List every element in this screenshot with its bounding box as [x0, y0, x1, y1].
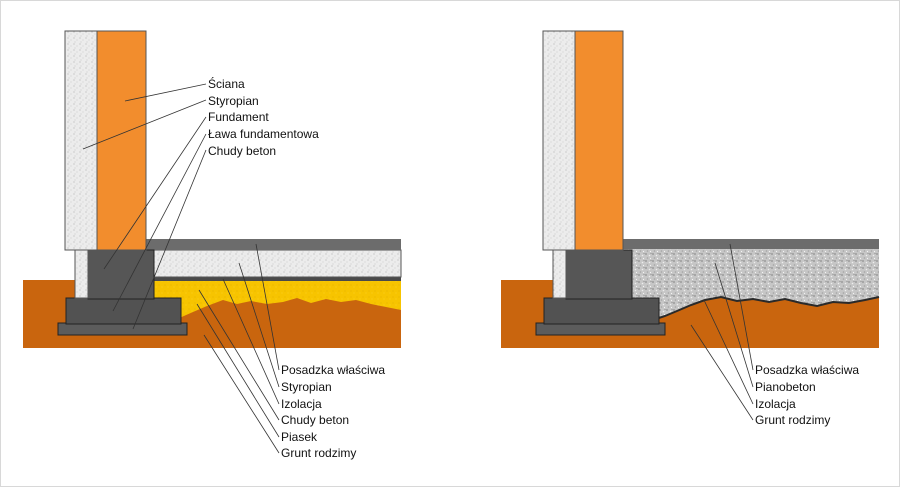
label-styropian-wall: Styropian — [208, 94, 259, 108]
right-footing — [543, 297, 660, 325]
label-grunt-rodzimy-left: Grunt rodzimy — [281, 446, 356, 460]
right-wall-insulation — [574, 30, 624, 251]
label-izolacja-right: Izolacja — [755, 397, 796, 411]
leader-grunt-left — [203, 334, 280, 454]
left-floor-finish — [146, 239, 401, 250]
leader-chudy-beton-top — [132, 149, 207, 330]
right-foundation-plaster — [552, 249, 567, 299]
leader-sciana — [124, 83, 207, 102]
right-insulation-line — [630, 295, 880, 326]
right-floor-finish — [622, 239, 879, 249]
left-footing — [65, 297, 182, 325]
label-grunt-rodzimy-right: Grunt rodzimy — [755, 413, 830, 427]
label-pianobeton: Pianobeton — [755, 380, 816, 394]
label-sciana: Ściana — [208, 76, 245, 91]
right-foundation-wall — [565, 249, 633, 300]
left-sand-layer — [153, 280, 401, 327]
leader-piasek — [196, 303, 280, 438]
left-foundation-plaster — [74, 249, 89, 299]
leader-lawa — [112, 133, 207, 312]
right-diagram: Posadzka właściwa Pianobeton Izolacja Gr… — [501, 30, 880, 427]
right-wall-plaster — [542, 30, 576, 251]
left-insulation-strip — [153, 277, 401, 281]
leader-pianobeton — [714, 262, 754, 388]
left-floor-styrofoam — [152, 249, 402, 278]
label-posadzka-wlasciwa-left: Posadzka właściwa — [281, 363, 385, 377]
leader-grunt-right — [690, 324, 754, 421]
leader-styropian-wall — [82, 99, 207, 150]
leader-chudy-beton-floor — [198, 289, 280, 421]
label-fundament: Fundament — [208, 110, 269, 124]
left-wall-plaster — [64, 30, 98, 251]
label-chudy-beton-floor: Chudy beton — [281, 413, 349, 427]
left-diagram: Ściana Styropian Fundament Ława fundamen… — [23, 30, 402, 460]
leader-posadzka-right — [729, 243, 754, 371]
left-lean-concrete-slab — [57, 322, 188, 336]
label-posadzka-wlasciwa-right: Posadzka właściwa — [755, 363, 859, 377]
leader-styropian-floor — [238, 262, 280, 388]
label-lawa-fundamentowa: Ława fundamentowa — [208, 127, 319, 141]
label-styropian-floor: Styropian — [281, 380, 332, 394]
right-lean-concrete-slab — [535, 322, 666, 336]
left-foundation-wall — [87, 249, 155, 300]
label-chudy-beton-top: Chudy beton — [208, 144, 276, 158]
leader-posadzka-left — [255, 243, 280, 371]
leader-izolacja-right — [703, 299, 754, 405]
leader-fundament — [103, 116, 207, 270]
label-izolacja-left: Izolacja — [281, 397, 322, 411]
label-piasek: Piasek — [281, 430, 318, 444]
leader-izolacja-left — [222, 278, 280, 405]
